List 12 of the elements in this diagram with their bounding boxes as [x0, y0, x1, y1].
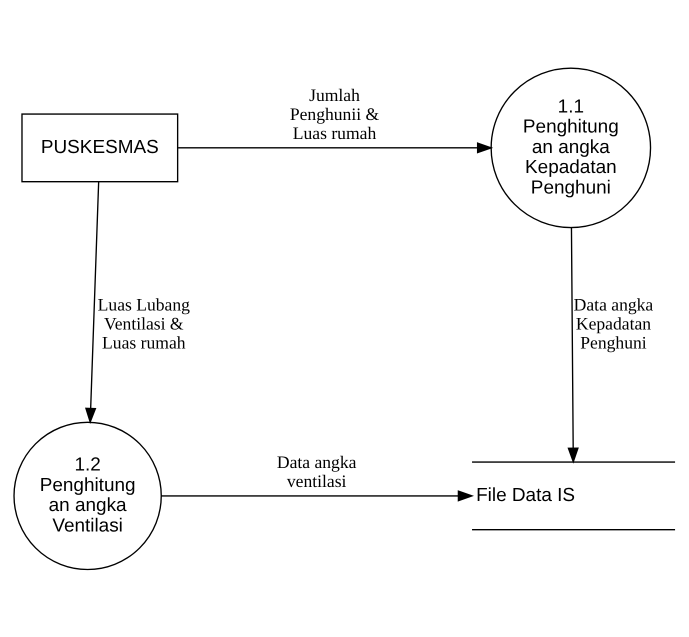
edge-label: Data angka Kepadatan Penghuni — [574, 294, 654, 352]
edge-label: Jumlah Penghunii & Luas rumah — [290, 84, 380, 142]
arrow — [85, 181, 100, 424]
node-circle: 1.2 Penghitung an angka Ventilasi — [13, 421, 162, 570]
arrow — [567, 227, 579, 464]
arrow — [178, 142, 494, 154]
node-circle: 1.1 Penghitung an angka Kepadatan Penghuni — [490, 66, 652, 228]
node-box: PUSKESMAS — [21, 112, 178, 182]
node-text: File Data IS — [476, 484, 576, 506]
edge-label: Data angka ventilasi — [276, 452, 356, 490]
edge-label: Luas Lubang Ventilasi & Luas rumah — [98, 294, 190, 352]
arrow — [161, 490, 474, 502]
